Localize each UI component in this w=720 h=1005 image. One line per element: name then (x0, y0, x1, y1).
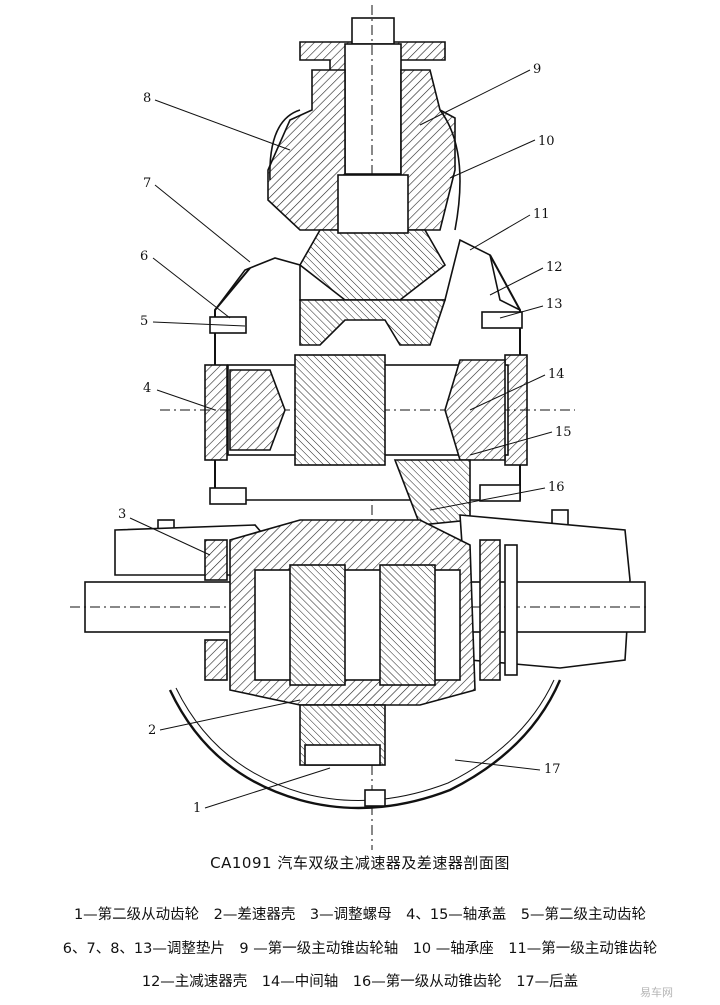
callout-6: 6 (140, 249, 149, 264)
bearing-left (229, 369, 286, 451)
watermark: 易车网 (640, 986, 673, 999)
cross-section-drawing (70, 5, 650, 850)
callout-4: 4 (143, 381, 152, 396)
callout-7: 7 (143, 176, 152, 191)
callout-17: 17 (544, 762, 561, 777)
first-stage-drive-bevel-gear (298, 229, 447, 301)
callout-5: 5 (140, 314, 149, 329)
callout-8: 8 (143, 91, 152, 106)
callout-1: 1 (193, 801, 202, 816)
callout-13: 13 (546, 297, 563, 312)
legend-line: 1—第二级从动齿轮 2—差速器壳 3—调整螺母 4、15—轴承盖 5—第二级主动… (73, 907, 647, 923)
input-nut (351, 17, 395, 45)
callout-10: 10 (538, 134, 555, 149)
differential-gear-right (379, 564, 436, 686)
bearing-cover-left (204, 364, 228, 461)
callout-15: 15 (555, 425, 572, 440)
callout-12: 12 (546, 260, 563, 275)
callout-14: 14 (548, 367, 565, 382)
callout-3: 3 (118, 507, 127, 522)
rear-cover (168, 679, 562, 810)
leader-lines (129, 69, 553, 809)
bearing-right (444, 359, 506, 461)
callout-11: 11 (533, 207, 550, 222)
callout-9: 9 (533, 62, 542, 77)
first-stage-driven-bevel-gear (299, 299, 447, 346)
callout-16: 16 (548, 480, 565, 495)
figure-caption: CA1091 汽车双级主减速器及差速器剖面图 (210, 854, 510, 872)
adjusting-nut (204, 539, 228, 581)
bearing-seat-right (400, 69, 456, 231)
differential-gear-left (289, 564, 346, 686)
callout-2: 2 (148, 723, 157, 738)
first-stage-drive-pinion-shaft (344, 43, 402, 175)
legend-line: 12—主减速器壳 14—中间轴 16—第一级从动锥齿轮 17—后盖 (141, 974, 579, 990)
second-stage-drive-gear (294, 354, 386, 466)
bearing-seat (267, 69, 346, 231)
legend-line: 6、7、8、13—调整垫片 9 —第一级主动锥齿轮轴 10 —轴承座 11—第一… (62, 941, 658, 957)
